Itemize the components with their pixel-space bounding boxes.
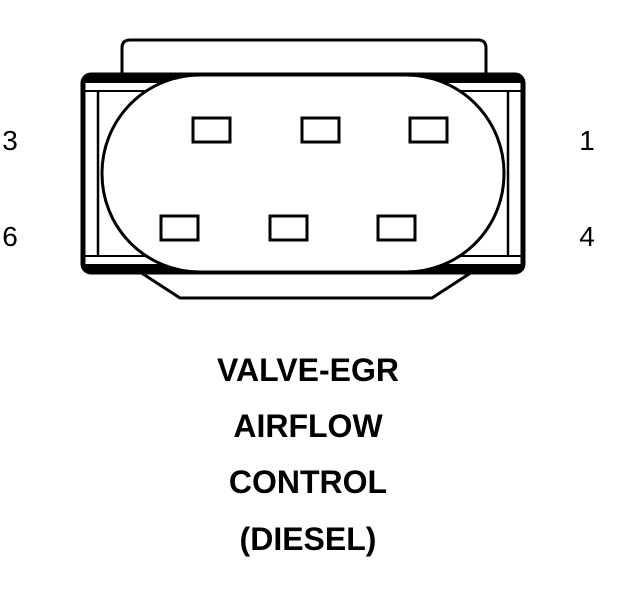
caption-line-1: VALVE-EGR <box>217 352 399 388</box>
pin-number-3: 3 <box>2 125 18 156</box>
caption-line-4: (DIESEL) <box>240 521 377 557</box>
connector-face-oval <box>100 73 506 274</box>
pin-number-6: 6 <box>2 221 18 252</box>
caption-line-2: AIRFLOW <box>233 408 383 444</box>
pin-number-1: 1 <box>579 125 595 156</box>
connector-latch-tab <box>120 38 488 77</box>
pin-number-4: 4 <box>579 221 595 252</box>
terminal-cavity-bottom-left <box>159 214 200 242</box>
caption-line-3: CONTROL <box>229 464 387 500</box>
connector-bottom-skirt <box>139 270 473 300</box>
terminal-cavity-bottom-middle <box>268 214 309 242</box>
terminal-cavity-top-right <box>408 116 449 144</box>
terminal-cavity-bottom-right <box>376 214 417 242</box>
terminal-cavity-top-left <box>191 116 232 144</box>
terminal-cavity-top-middle <box>300 116 341 144</box>
